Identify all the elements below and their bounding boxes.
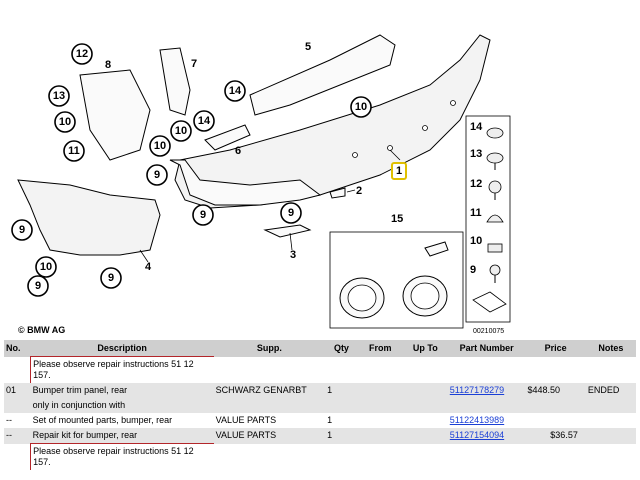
clip-2-shape (329, 187, 346, 199)
side-panel-shape (17, 179, 161, 256)
figure-id: 00210075 (473, 328, 504, 335)
callout-9-a: 9 (146, 164, 168, 186)
bracket-6-shape (204, 124, 251, 151)
label-2: 2 (356, 185, 362, 197)
callout-10-e: 10 (35, 256, 57, 278)
fastener-11-icon (486, 214, 504, 223)
col-supp: Supp. (213, 340, 326, 357)
part-number-link[interactable]: 51127154094 (449, 430, 505, 440)
table-row: Please observe repair instructions 51 12… (4, 356, 636, 383)
svg-text:9: 9 (19, 224, 25, 236)
callout-10-c: 10 (170, 120, 192, 142)
svg-text:14: 14 (198, 115, 211, 127)
copyright-label: © BMW AG (18, 325, 65, 335)
table-row: -- Repair kit for bumper, rear VALUE PAR… (4, 428, 636, 444)
parts-table: No. Description Supp. Qty From Up To Par… (4, 340, 636, 470)
callout-9-e: 9 (27, 275, 49, 297)
label-4: 4 (145, 261, 152, 273)
callout-11: 11 (63, 140, 85, 162)
strip-3-shape (263, 224, 312, 238)
table-row: 01 Bumper trim panel, rear SCHWARZ GENAR… (4, 383, 636, 398)
callout-10-d: 10 (350, 96, 372, 118)
callout-9-f: 9 (100, 267, 122, 289)
col-upto: Up To (402, 340, 448, 357)
svg-text:9: 9 (154, 169, 160, 181)
label-3: 3 (290, 249, 296, 261)
svg-text:9: 9 (200, 209, 206, 221)
fastener-9-icon (489, 264, 501, 283)
bracket-7-shape (159, 47, 191, 116)
col-notes: Notes (585, 340, 636, 357)
arrow-icon (472, 291, 507, 313)
callout-9-d: 9 (11, 219, 33, 241)
col-price: Price (525, 340, 586, 357)
fastener-label-12: 12 (470, 178, 482, 190)
callout-10-b: 10 (149, 135, 171, 157)
bumper-side-shape (169, 159, 322, 206)
svg-text:10: 10 (59, 116, 71, 128)
svg-text:9: 9 (288, 207, 294, 219)
col-no: No. (4, 340, 31, 357)
fastener-10-icon (487, 243, 503, 253)
svg-text:1: 1 (396, 165, 402, 177)
label-8: 8 (105, 59, 111, 71)
svg-text:10: 10 (154, 140, 166, 152)
repair-note: Please observe repair instructions 51 12… (30, 443, 214, 470)
label-7: 7 (191, 58, 197, 70)
svg-text:10: 10 (40, 261, 52, 273)
parts-table-container: No. Description Supp. Qty From Up To Par… (4, 340, 636, 470)
fastener-label-13: 13 (470, 148, 482, 160)
svg-text:10: 10 (175, 125, 187, 137)
table-row: Please observe repair instructions 51 12… (4, 443, 636, 470)
part-number-link[interactable]: 51127178279 (449, 385, 505, 395)
fastener-12-icon (488, 180, 502, 200)
fastener-label-11: 11 (470, 207, 482, 219)
svg-text:11: 11 (68, 145, 80, 157)
repair-note: Please observe repair instructions 51 12… (30, 356, 214, 383)
col-part-number: Part Number (447, 340, 526, 357)
callout-10-a: 10 (54, 111, 76, 133)
fastener-panel (465, 115, 511, 323)
label-5: 5 (305, 41, 311, 53)
label-15: 15 (391, 213, 403, 225)
svg-text:9: 9 (108, 272, 114, 284)
svg-text:12: 12 (76, 48, 88, 60)
fastener-label-10: 10 (470, 235, 482, 247)
bracket-8-shape (79, 69, 151, 161)
table-row: -- Set of mounted parts, bumper, rear VA… (6, 415, 505, 425)
table-row: only in conjunction with (4, 398, 636, 413)
callout-14-b: 14 (224, 80, 246, 102)
callout-9-c: 9 (280, 202, 302, 224)
label-6: 6 (235, 145, 241, 157)
svg-text:14: 14 (229, 85, 242, 97)
svg-text:10: 10 (355, 101, 367, 113)
part-number-link[interactable]: 51122413989 (449, 415, 505, 425)
fastener-14-icon (486, 127, 504, 139)
col-from: From (357, 340, 403, 357)
fastener-label-9: 9 (470, 264, 476, 276)
fastener-13-icon (486, 152, 504, 170)
callout-1-highlight: 1 (391, 162, 407, 180)
table-header-row: No. Description Supp. Qty From Up To Par… (4, 340, 636, 357)
callout-14-a: 14 (193, 110, 215, 132)
callout-12: 12 (71, 43, 93, 65)
fastener-label-14: 14 (470, 121, 483, 133)
callout-9-b: 9 (192, 204, 214, 226)
bumper-carrier-shape (249, 34, 396, 116)
callout-13: 13 (48, 85, 70, 107)
col-qty: Qty (325, 340, 358, 357)
col-description: Description (30, 340, 214, 357)
svg-text:13: 13 (53, 90, 65, 102)
svg-text:9: 9 (35, 280, 41, 292)
parts-diagram: 12 13 10 11 10 10 14 14 10 9 9 9 9 10 9 … (11, 34, 511, 335)
